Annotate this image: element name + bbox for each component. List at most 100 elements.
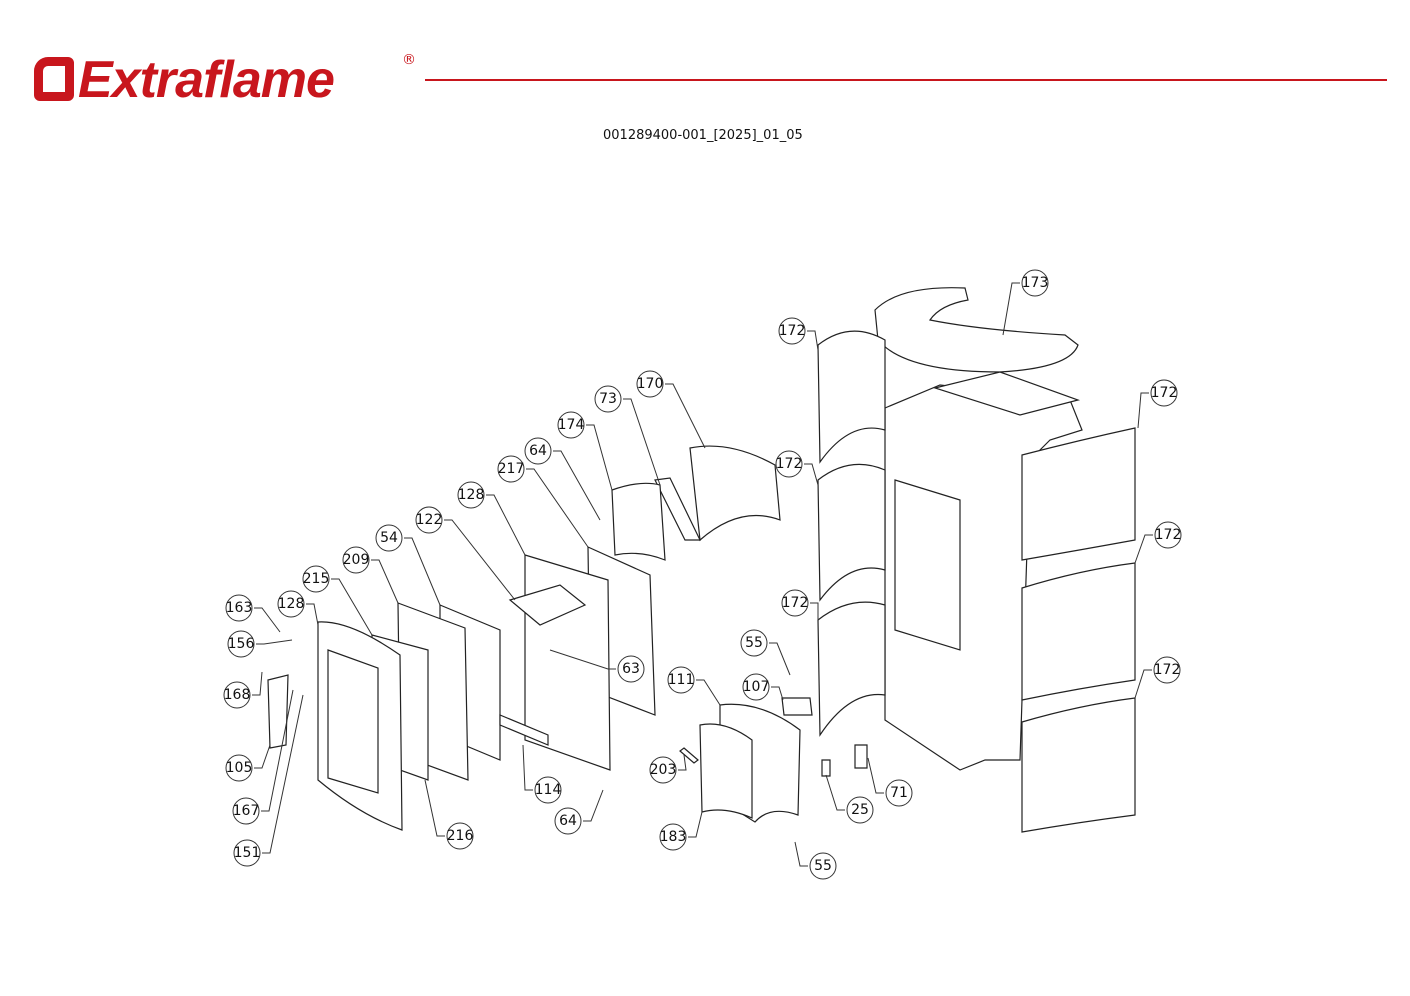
callout-172: 172 [775, 450, 819, 486]
callout-bubble [809, 852, 837, 880]
extraflame-logo: Extraflame [34, 50, 335, 110]
leader-line [825, 774, 845, 811]
callout-label: 25 [851, 802, 869, 818]
callout-label: 114 [535, 782, 562, 798]
callout-bubble [594, 385, 622, 413]
leader-line [583, 789, 604, 822]
callout-73: 73 [594, 385, 661, 486]
callout-bubble [1021, 269, 1049, 297]
leader-line [254, 744, 271, 769]
leader-line [549, 649, 616, 670]
callout-label: 173 [1022, 275, 1049, 291]
callout-label: 174 [558, 417, 585, 433]
callout-172: 172 [1134, 656, 1181, 699]
part-122 [508, 584, 587, 626]
callout-bubble [617, 655, 645, 683]
callout-label: 172 [776, 456, 803, 472]
callout-172: 172 [1134, 521, 1182, 564]
callout-label: 128 [278, 596, 305, 612]
callout-label: 203 [650, 762, 677, 778]
leader-line [678, 754, 687, 771]
callout-209: 209 [342, 546, 399, 604]
callout-bubble [740, 629, 768, 657]
callout-203: 203 [649, 754, 687, 784]
callout-bubble [225, 594, 253, 622]
callout-bubble [232, 797, 260, 825]
leader-line [262, 694, 304, 854]
callout-label: 209 [343, 552, 370, 568]
callout-bubble [233, 839, 261, 867]
parts [267, 287, 1136, 833]
callout-label: 215 [303, 571, 330, 587]
callout-bubble [497, 455, 525, 483]
callout-bubble [277, 590, 305, 618]
callout-label: 122 [416, 512, 443, 528]
leader-line [771, 686, 784, 701]
leader-line [306, 603, 319, 626]
callout-bubble [524, 437, 552, 465]
callout-bubble [778, 317, 806, 345]
callout-label: 63 [622, 661, 640, 677]
callout-label: 168 [224, 687, 251, 703]
callout-label: 217 [498, 461, 525, 477]
part-body-window [894, 479, 961, 651]
callout-105: 105 [225, 744, 271, 782]
callout-55: 55 [740, 629, 791, 676]
part-170 [689, 445, 781, 542]
leader-line [331, 578, 373, 636]
callout-label: 172 [1155, 527, 1182, 543]
part-top-cover [874, 287, 1079, 373]
part-71 [854, 744, 868, 769]
callout-bubble [781, 589, 809, 617]
callout-label: 183 [660, 829, 687, 845]
part-side-panel-right-top [1021, 427, 1136, 561]
callout-bubble [415, 506, 443, 534]
callout-bubble [649, 756, 677, 784]
part-114-rail [499, 714, 549, 746]
leader-line [1134, 534, 1153, 564]
callout-bubble [534, 776, 562, 804]
leader-line [424, 779, 445, 837]
leader-line [254, 607, 281, 633]
registered-mark: ® [402, 52, 416, 68]
leader-line [804, 463, 819, 486]
part-side-panel-left-mid [817, 463, 886, 602]
callout-122: 122 [415, 506, 516, 601]
callout-bubble [667, 666, 695, 694]
leader-line [867, 757, 884, 794]
callout-label: 107 [743, 679, 770, 695]
callout-bubble [227, 630, 255, 658]
callout-bubble [636, 370, 664, 398]
callout-111: 111 [667, 666, 721, 706]
part-side-panel-left-bot [817, 601, 886, 737]
leader-line [252, 671, 263, 696]
callout-174: 174 [557, 411, 613, 491]
part-25 [821, 759, 831, 777]
callout-bubble [554, 807, 582, 835]
callout-bubble [223, 681, 251, 709]
header-rule [425, 79, 1387, 81]
callout-64: 64 [524, 437, 601, 521]
callout-163: 163 [225, 594, 281, 633]
part-73 [654, 477, 701, 541]
part-183 [699, 723, 753, 819]
leader-line [696, 679, 721, 706]
callout-71: 71 [867, 757, 913, 807]
callout-128: 128 [457, 481, 526, 556]
leader-line [586, 424, 613, 491]
callout-label: 128 [458, 487, 485, 503]
part-side-panel-right-bot [1021, 697, 1136, 833]
leader-line [371, 559, 399, 604]
callout-156: 156 [227, 630, 293, 658]
callout-217: 217 [497, 455, 589, 548]
callout-54: 54 [375, 524, 441, 606]
leader-line [807, 330, 819, 351]
callout-label: 71 [890, 785, 908, 801]
callout-label: 172 [779, 323, 806, 339]
callout-bubble [775, 450, 803, 478]
leader-line [810, 602, 819, 620]
leader-line [404, 537, 441, 606]
leader-line [256, 639, 293, 645]
callout-215: 215 [302, 565, 373, 636]
